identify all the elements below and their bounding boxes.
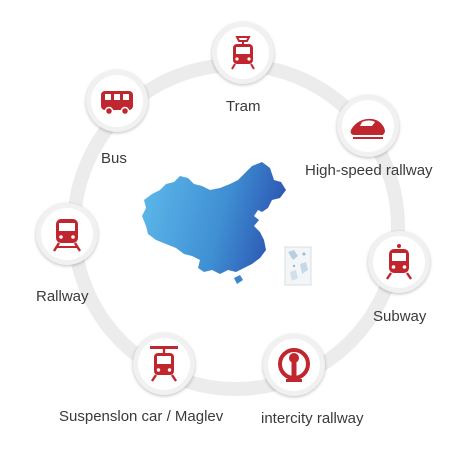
maglev-node[interactable] <box>133 333 195 395</box>
railway-label: Rallway <box>36 288 89 305</box>
tram-icon <box>231 36 255 70</box>
bus-icon <box>101 91 133 116</box>
railway-node[interactable] <box>36 203 98 265</box>
china-map <box>142 162 286 284</box>
tram-node-face <box>217 27 269 79</box>
high-speed-train-icon <box>350 118 385 139</box>
subway-train-icon <box>386 244 412 280</box>
railway-node-face <box>41 208 93 260</box>
maglev-label: Suspenslon car / Maglev <box>59 408 224 425</box>
suspension-car-icon <box>150 346 178 382</box>
high-speed-node[interactable] <box>337 95 399 157</box>
intercity-node[interactable] <box>263 334 325 396</box>
bus-node[interactable] <box>86 70 148 132</box>
maglev-node-face <box>138 338 190 390</box>
china-railway-logo-icon <box>278 348 310 382</box>
south-china-sea-inset <box>284 246 312 286</box>
high-speed-label: High-speed rallway <box>305 162 433 179</box>
subway-label: Subway <box>373 308 427 325</box>
bus-node-face <box>91 75 143 127</box>
intercity-label: intercity rallway <box>261 410 364 427</box>
tram-label: Tram <box>226 98 261 115</box>
railway-train-icon <box>52 219 82 252</box>
high-speed-node-face <box>342 100 394 152</box>
subway-node[interactable] <box>368 231 430 293</box>
subway-node-face <box>373 236 425 288</box>
tram-node[interactable] <box>212 22 274 84</box>
bus-label: Bus <box>101 150 127 167</box>
intercity-node-face <box>268 339 320 391</box>
